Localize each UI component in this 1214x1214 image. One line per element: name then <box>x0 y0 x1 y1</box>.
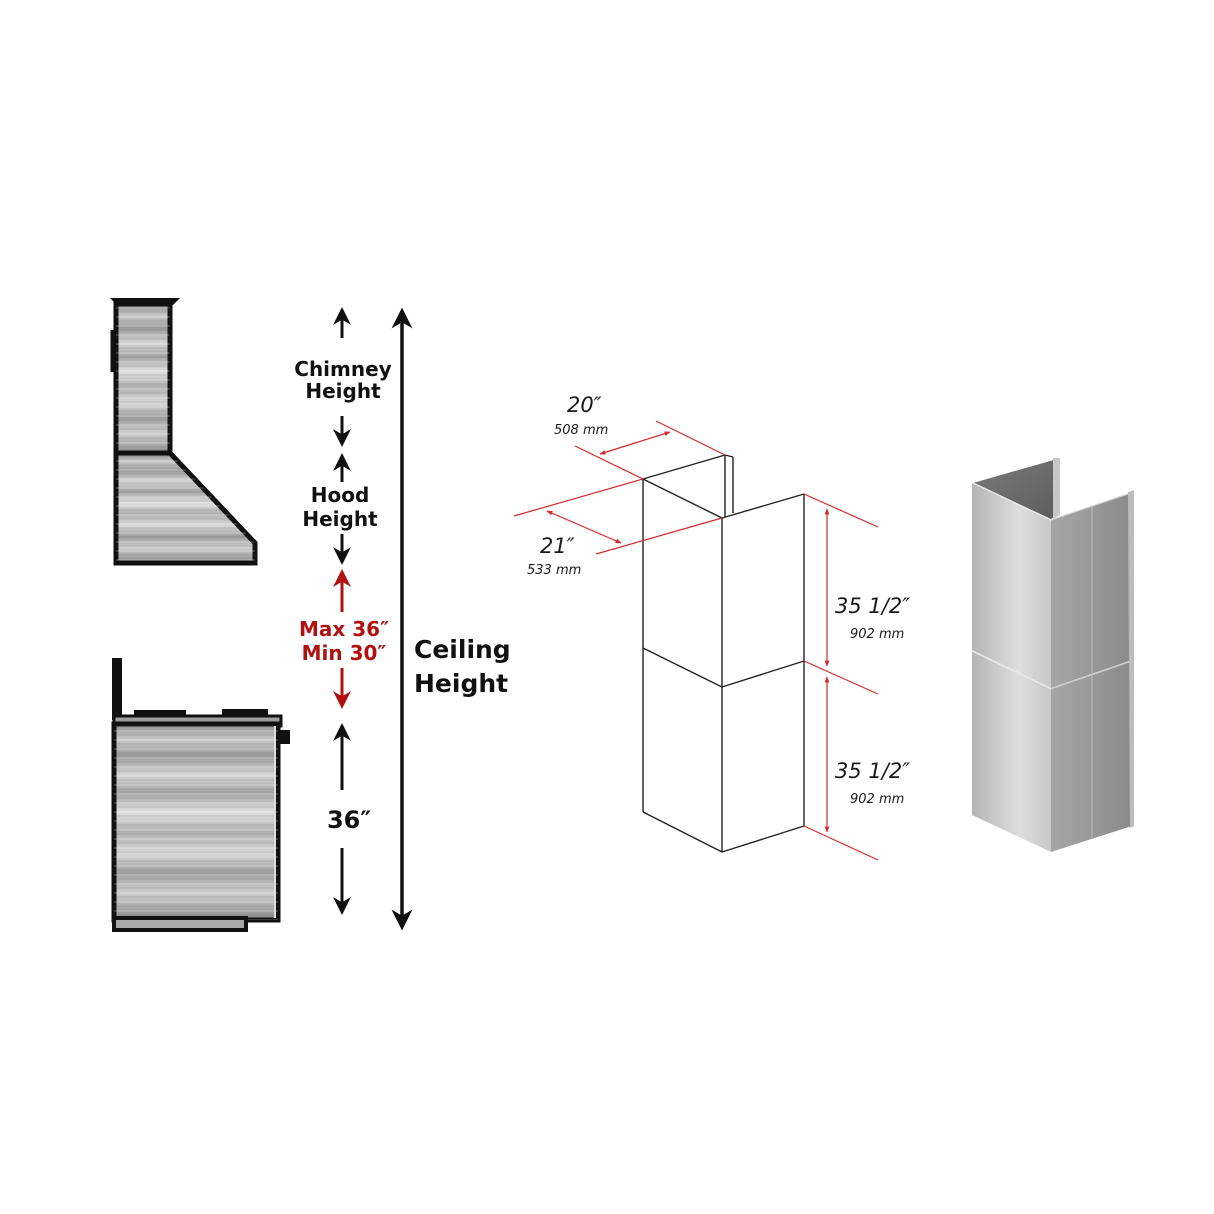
hood-height-indicator: Hood Height <box>302 453 378 565</box>
range-height-indicator: 36″ <box>327 723 371 915</box>
clearance-indicator: Max 36″ Min 30″ <box>299 569 389 709</box>
lower-section-imperial: 35 1/2″ <box>835 759 910 783</box>
dimension-labels: 20″ 508 mm 21″ 533 mm 35 1/2″ 902 mm 35 … <box>527 393 910 807</box>
upper-section-metric: 902 mm <box>850 627 904 642</box>
depth-dim-imperial: 21″ <box>540 534 575 558</box>
chimney-height-indicator: Chimney Height <box>294 307 392 447</box>
dimension-lines <box>513 420 879 861</box>
chimney-height-label-line2: Height <box>305 379 381 403</box>
lower-section-metric: 902 mm <box>850 792 904 807</box>
width-dim-metric: 508 mm <box>554 423 608 438</box>
upper-section-imperial: 35 1/2″ <box>835 594 910 618</box>
clearance-max-label: Max 36″ <box>299 617 389 641</box>
range-hood-illustration <box>110 298 258 566</box>
depth-dim-metric: 533 mm <box>527 563 581 578</box>
chimney-height-label-line1: Chimney <box>294 357 391 381</box>
range-illustration <box>111 658 290 932</box>
chimney-line-drawing <box>642 454 805 853</box>
ceiling-height-indicator: Ceiling Height <box>391 307 511 931</box>
ceiling-height-label-line1: Ceiling <box>414 635 511 664</box>
range-height-label: 36″ <box>327 806 371 834</box>
width-dim-imperial: 20″ <box>567 393 602 417</box>
clearance-min-label: Min 30″ <box>302 641 387 665</box>
ceiling-height-label-line2: Height <box>414 669 508 698</box>
hood-height-label-line2: Height <box>302 507 378 531</box>
chimney-extension-render <box>971 458 1134 852</box>
hood-height-label-line1: Hood <box>311 483 370 507</box>
